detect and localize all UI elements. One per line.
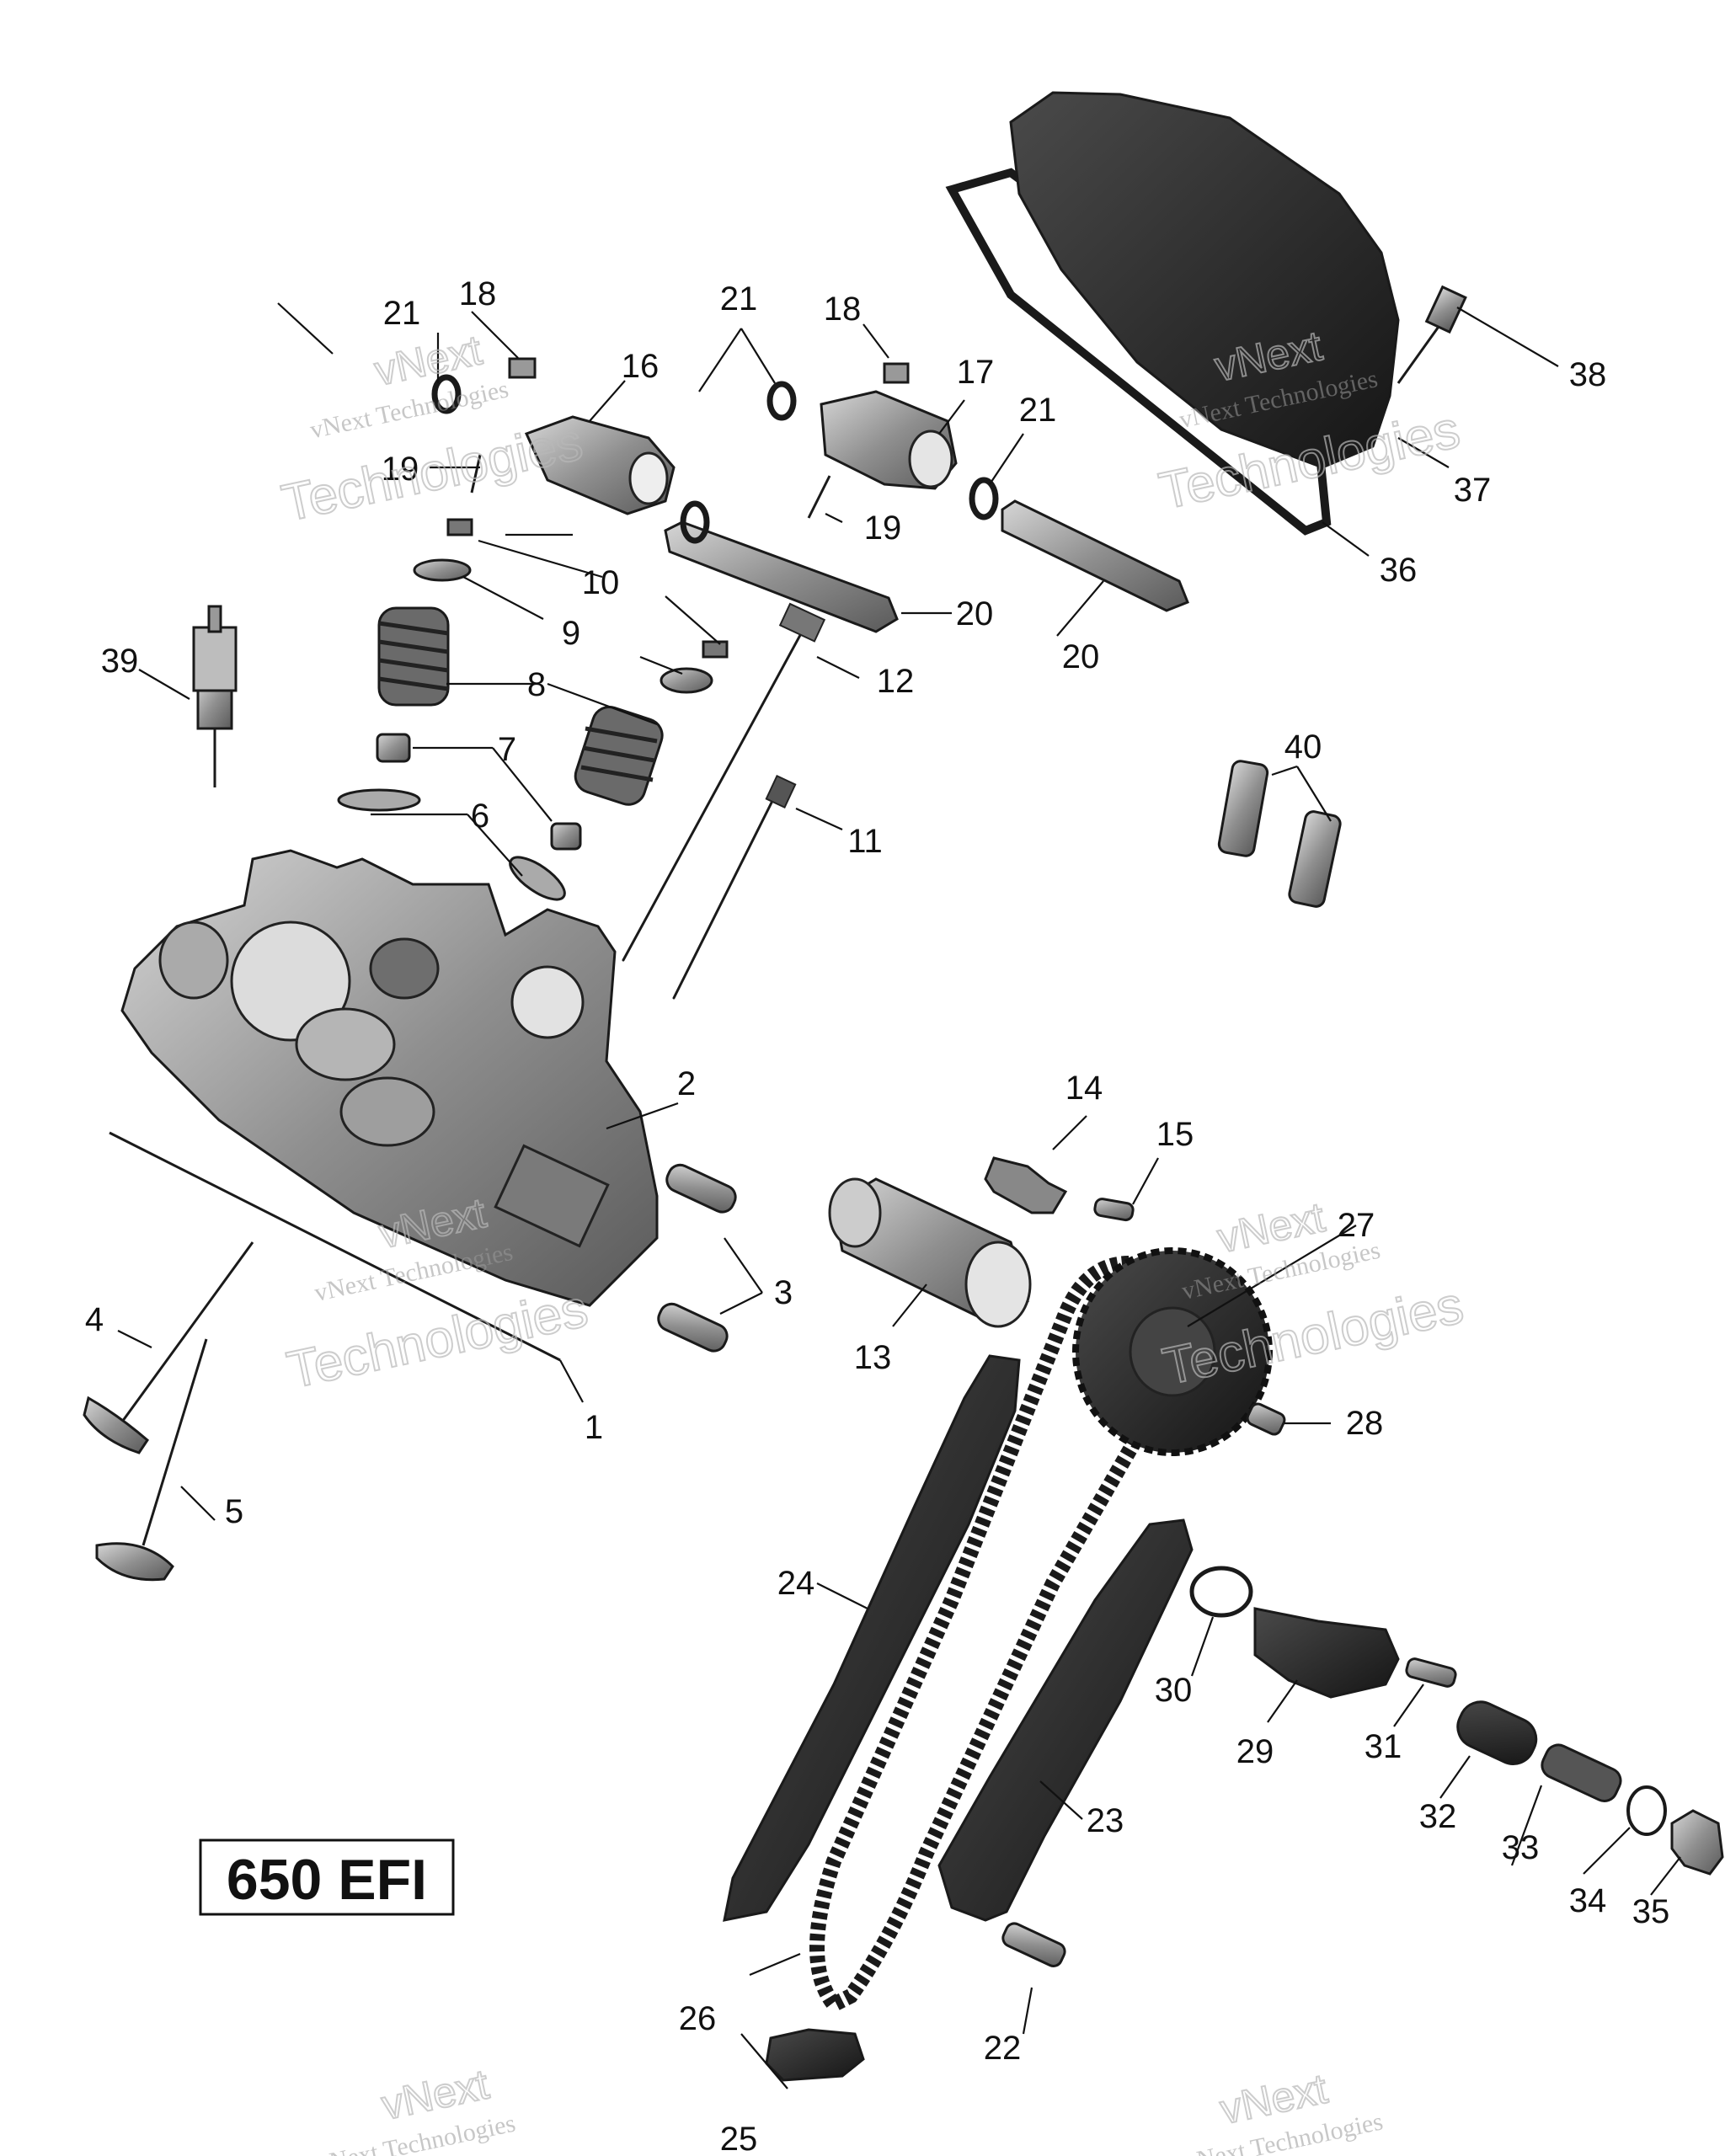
- callout-12: 12: [877, 663, 915, 700]
- part-short-stud: [672, 775, 797, 1000]
- part-tensioner-spring: [1541, 1743, 1622, 1802]
- callout-21b: 21: [720, 280, 758, 318]
- part-screw-15: [1093, 1198, 1135, 1222]
- leader-lines: [117, 302, 1681, 2089]
- part-plug: [1670, 1809, 1724, 1876]
- callout-20b: 20: [1062, 638, 1100, 675]
- callout-33: 33: [1502, 1829, 1540, 1866]
- callout-26: 26: [679, 2000, 717, 2037]
- part-lock-nuts: [508, 357, 910, 384]
- callout-18b: 18: [824, 291, 862, 328]
- callout-1: 1: [585, 1409, 603, 1446]
- part-cover-bolt: [1397, 285, 1467, 384]
- callout-21c: 21: [1019, 392, 1057, 429]
- callout-25: 25: [720, 2121, 758, 2156]
- callout-19b: 19: [864, 510, 902, 547]
- part-valve-cover: [1009, 91, 1400, 469]
- model-badge: 650 EFI: [199, 1838, 455, 1916]
- callout-28: 28: [1346, 1405, 1384, 1442]
- part-valve-guides: [1217, 760, 1342, 908]
- callout-11: 11: [847, 823, 883, 860]
- part-tensioner-guide: [723, 1354, 1021, 1922]
- callout-32: 32: [1419, 1798, 1457, 1835]
- callout-29: 29: [1236, 1733, 1274, 1770]
- part-exhaust-valve: [95, 1338, 208, 1582]
- part-adjustment-screws: [470, 454, 831, 519]
- callout-31: 31: [1365, 1728, 1402, 1765]
- part-timing-chain: [809, 1256, 1186, 2015]
- callout-35: 35: [1632, 1893, 1670, 1930]
- part-valve-cover-gasket: [945, 168, 1332, 536]
- callout-7: 7: [498, 731, 516, 768]
- part-o-rings: [431, 374, 999, 544]
- part-valve-springs: [377, 606, 664, 806]
- callout-17: 17: [957, 354, 995, 391]
- callout-36: 36: [1380, 552, 1418, 589]
- callout-13: 13: [854, 1339, 892, 1376]
- callout-19a: 19: [382, 451, 419, 488]
- part-head-gasket: [109, 1131, 561, 1362]
- callout-39: 39: [101, 643, 139, 680]
- part-rocker-arm-17: [820, 390, 958, 490]
- part-chain-guide: [937, 1518, 1194, 1922]
- part-sprocket-screw: [1246, 1402, 1286, 1436]
- callout-22: 22: [984, 2030, 1022, 2067]
- part-sealing-ring: [1626, 1785, 1667, 1836]
- part-screw-22: [1001, 1922, 1066, 1967]
- callout-6: 6: [471, 798, 489, 835]
- callout-3: 3: [774, 1274, 793, 1311]
- callout-18a: 18: [459, 275, 497, 312]
- part-tensioner-housing: [1253, 1607, 1400, 1699]
- callout-5: 5: [225, 1493, 243, 1530]
- callout-8: 8: [527, 666, 546, 703]
- callout-numbers: 1 2 3 4 5 6 7 8 9 10 11 12 13 14 15 16 1…: [85, 275, 1669, 2156]
- part-cylinder-head: [120, 849, 659, 1307]
- callout-21a: 21: [383, 295, 421, 332]
- callout-9: 9: [562, 615, 580, 652]
- part-bolt-31: [1405, 1657, 1457, 1688]
- part-cam-sprocket: [1072, 1247, 1273, 1456]
- part-spring-seats: [337, 788, 566, 901]
- part-spring-retainers: [413, 558, 713, 694]
- callout-37: 37: [1454, 472, 1492, 509]
- callout-40: 40: [1284, 728, 1322, 766]
- part-long-stud: [622, 602, 826, 962]
- part-tensioner-plunger: [1456, 1700, 1538, 1765]
- callout-23: 23: [1087, 1802, 1124, 1839]
- callout-14: 14: [1065, 1070, 1103, 1107]
- part-valve-stem-seals: [376, 733, 582, 851]
- part-guide-clip: [765, 2028, 865, 2082]
- callout-16: 16: [622, 348, 660, 385]
- part-retaining-plate: [984, 1156, 1068, 1214]
- part-gasket-30: [1189, 1566, 1253, 1618]
- callout-2: 2: [677, 1065, 696, 1102]
- callout-27: 27: [1338, 1207, 1375, 1244]
- callout-10: 10: [582, 564, 620, 601]
- callout-4: 4: [85, 1301, 104, 1338]
- callout-20a: 20: [956, 595, 994, 632]
- callout-15: 15: [1156, 1116, 1194, 1153]
- part-spark-plug: [192, 605, 238, 787]
- part-intake-valve: [83, 1241, 254, 1454]
- callout-34: 34: [1569, 1882, 1607, 1919]
- part-rocker-shafts: [664, 499, 1189, 633]
- part-camshaft: [828, 1177, 1032, 1328]
- callout-30: 30: [1155, 1672, 1193, 1709]
- model-badge-text: 650 EFI: [227, 1848, 427, 1912]
- callout-24: 24: [777, 1565, 815, 1602]
- part-valve-cotters: [446, 518, 729, 659]
- part-dowel-pins: [657, 1163, 737, 1353]
- part-rocker-arm-16: [524, 415, 676, 515]
- callout-38: 38: [1569, 356, 1607, 393]
